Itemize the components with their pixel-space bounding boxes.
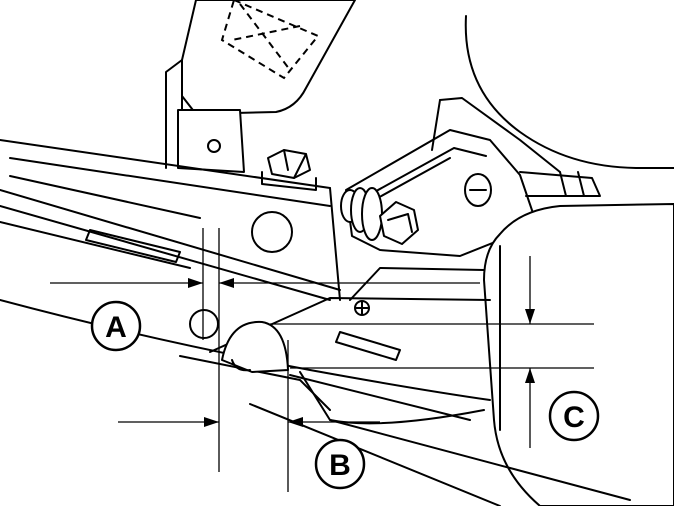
callout-b-label: B: [329, 449, 351, 482]
roller-circle: [189, 309, 219, 339]
frame-rail: [0, 139, 341, 301]
callout-c: C: [548, 390, 600, 442]
dimension-b: [118, 340, 380, 492]
mounting-plate: [177, 109, 245, 173]
callout-a: A: [90, 300, 142, 352]
right-housing: [464, 15, 674, 197]
callout-b: B: [314, 438, 366, 490]
hex-bolt-top: [261, 149, 317, 191]
plate-hole: [207, 139, 221, 153]
dimension-a: [50, 228, 480, 360]
dimension-c: [270, 256, 594, 448]
blade-tip: [189, 309, 289, 373]
deck-bracket: [483, 203, 674, 506]
frame-hole: [251, 211, 293, 253]
upper-bracket: [165, 0, 356, 169]
callout-c-label: C: [563, 401, 585, 434]
slot-hole: [464, 173, 492, 207]
deck-skid: [0, 267, 631, 506]
callout-a-label: A: [105, 311, 127, 344]
spring-washer-stack: [340, 187, 383, 241]
hex-bolt-linkage: [379, 201, 419, 245]
